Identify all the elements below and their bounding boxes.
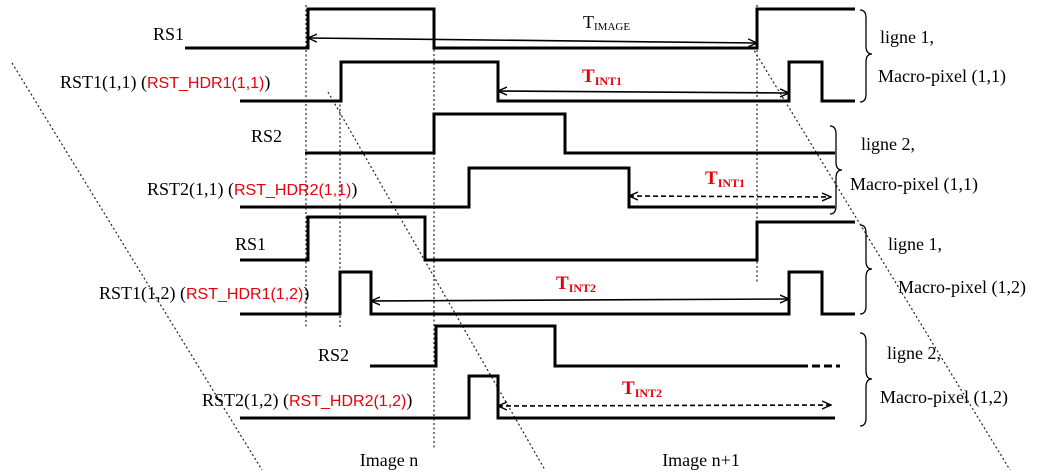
group-1-line: ligne 1, (880, 27, 934, 47)
brace-group-1 (859, 9, 873, 103)
label-rst2-11: RST2(1,1) (RST_HDR2(1,1)) (147, 179, 357, 200)
waveform-rst2-12 (240, 374, 835, 420)
waveform-rs2-b (370, 324, 808, 368)
arrow-t-int2-a (371, 299, 789, 301)
arrow-t-int1-b (629, 196, 831, 197)
arrow-t-int1-a (498, 91, 789, 93)
group-4-macro-pixel: Macro-pixel (1,2) (880, 387, 1008, 408)
label-rs1-a: RS1 (153, 24, 184, 44)
label-rst1-12: RST1(1,2) (RST_HDR1(1,2)) (99, 283, 309, 304)
group-3-line: ligne 1, (888, 234, 942, 254)
waveform-rs2-a (305, 112, 835, 155)
label-t-image: TIMAGE (583, 12, 630, 33)
waveform-rst1-11 (240, 60, 855, 103)
waveform-rst2-11 (240, 166, 835, 209)
label-t-int1-b: TINT1 (705, 168, 745, 190)
group-2-macro-pixel: Macro-pixel (1,1) (850, 174, 978, 195)
group-2-line: ligne 2, (861, 134, 915, 154)
waveform-rs1-a (185, 7, 855, 50)
label-t-int1-a: TINT1 (582, 66, 622, 88)
scan-diagonal-left (11, 62, 263, 471)
scan-diagonal-right (751, 46, 1011, 471)
label-t-int2-b: TINT2 (622, 378, 662, 400)
waveform-rs1-b (240, 215, 855, 262)
label-rs2-a: RS2 (251, 126, 282, 146)
brace-group-3 (859, 224, 873, 315)
group-4-line: ligne 2, (887, 343, 941, 363)
label-t-int2-a: TINT2 (556, 273, 596, 295)
waveform-rst1-12 (240, 270, 855, 316)
label-image-n: Image n (360, 450, 418, 470)
label-rs2-b: RS2 (318, 345, 349, 365)
arrow-t-image (308, 38, 757, 43)
brace-group-4 (859, 332, 873, 427)
label-image-n1: Image n+1 (662, 450, 740, 470)
scan-diagonal-middle (327, 91, 546, 471)
label-rst2-12: RST2(1,2) (RST_HDR2(1,2)) (202, 390, 412, 411)
label-rst1-11: RST1(1,1) (RST_HDR1(1,1)) (60, 72, 270, 93)
arrow-t-int2-b (498, 405, 831, 406)
group-1-macro-pixel: Macro-pixel (1,1) (878, 66, 1006, 87)
brace-group-2 (829, 125, 843, 215)
group-3-macro-pixel: Macro-pixel (1,2) (898, 277, 1026, 298)
label-rs1-b: RS1 (235, 234, 266, 254)
